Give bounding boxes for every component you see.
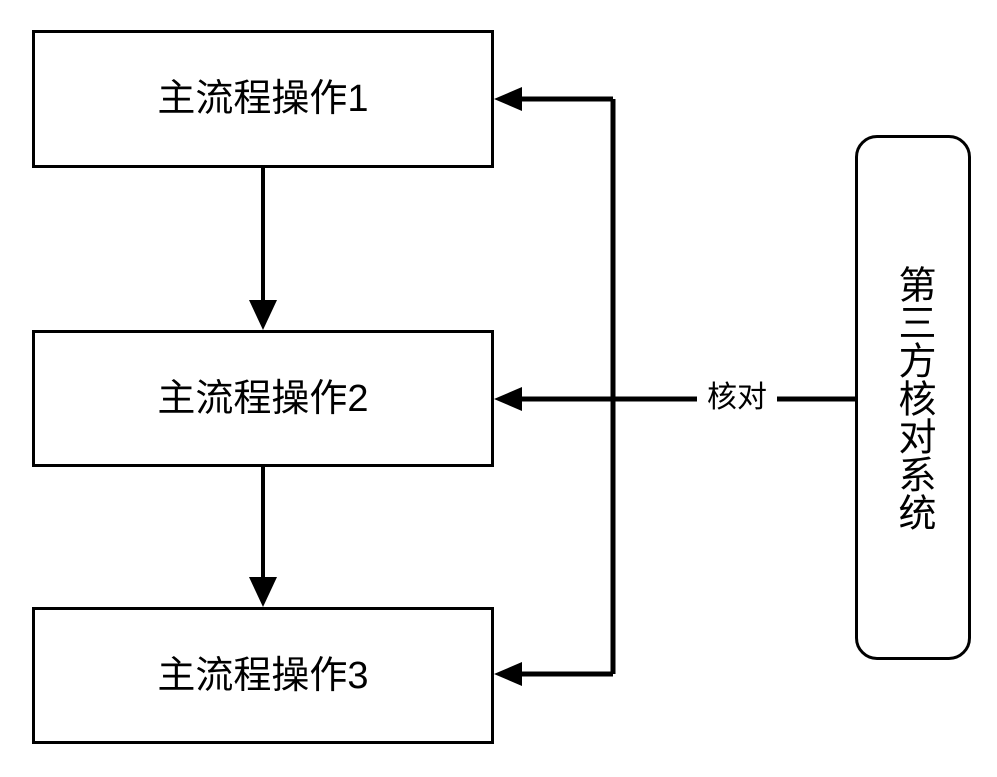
connector-step2-to-step3 bbox=[249, 467, 277, 607]
node-label-step-3: 主流程操作3 bbox=[157, 654, 369, 697]
node-label-external-system: 第三方核对系统 bbox=[892, 264, 935, 531]
node-third-party-reconciliation-system[interactable]: 第三方核对系统 bbox=[855, 135, 971, 660]
connector-external-to-step1 bbox=[494, 87, 613, 111]
node-main-process-step-1[interactable]: 主流程操作1 bbox=[32, 30, 494, 168]
connector-external-to-step3 bbox=[494, 662, 613, 686]
connector-external-to-step2 bbox=[494, 387, 613, 411]
connector-step1-to-step2 bbox=[249, 168, 277, 330]
edge-label-reconcile: 核对 bbox=[697, 383, 777, 413]
node-label-step-2: 主流程操作2 bbox=[157, 377, 369, 420]
node-label-step-1: 主流程操作1 bbox=[157, 78, 369, 120]
node-main-process-step-2[interactable]: 主流程操作2 bbox=[32, 330, 494, 467]
node-main-process-step-3[interactable]: 主流程操作3 bbox=[32, 607, 494, 744]
